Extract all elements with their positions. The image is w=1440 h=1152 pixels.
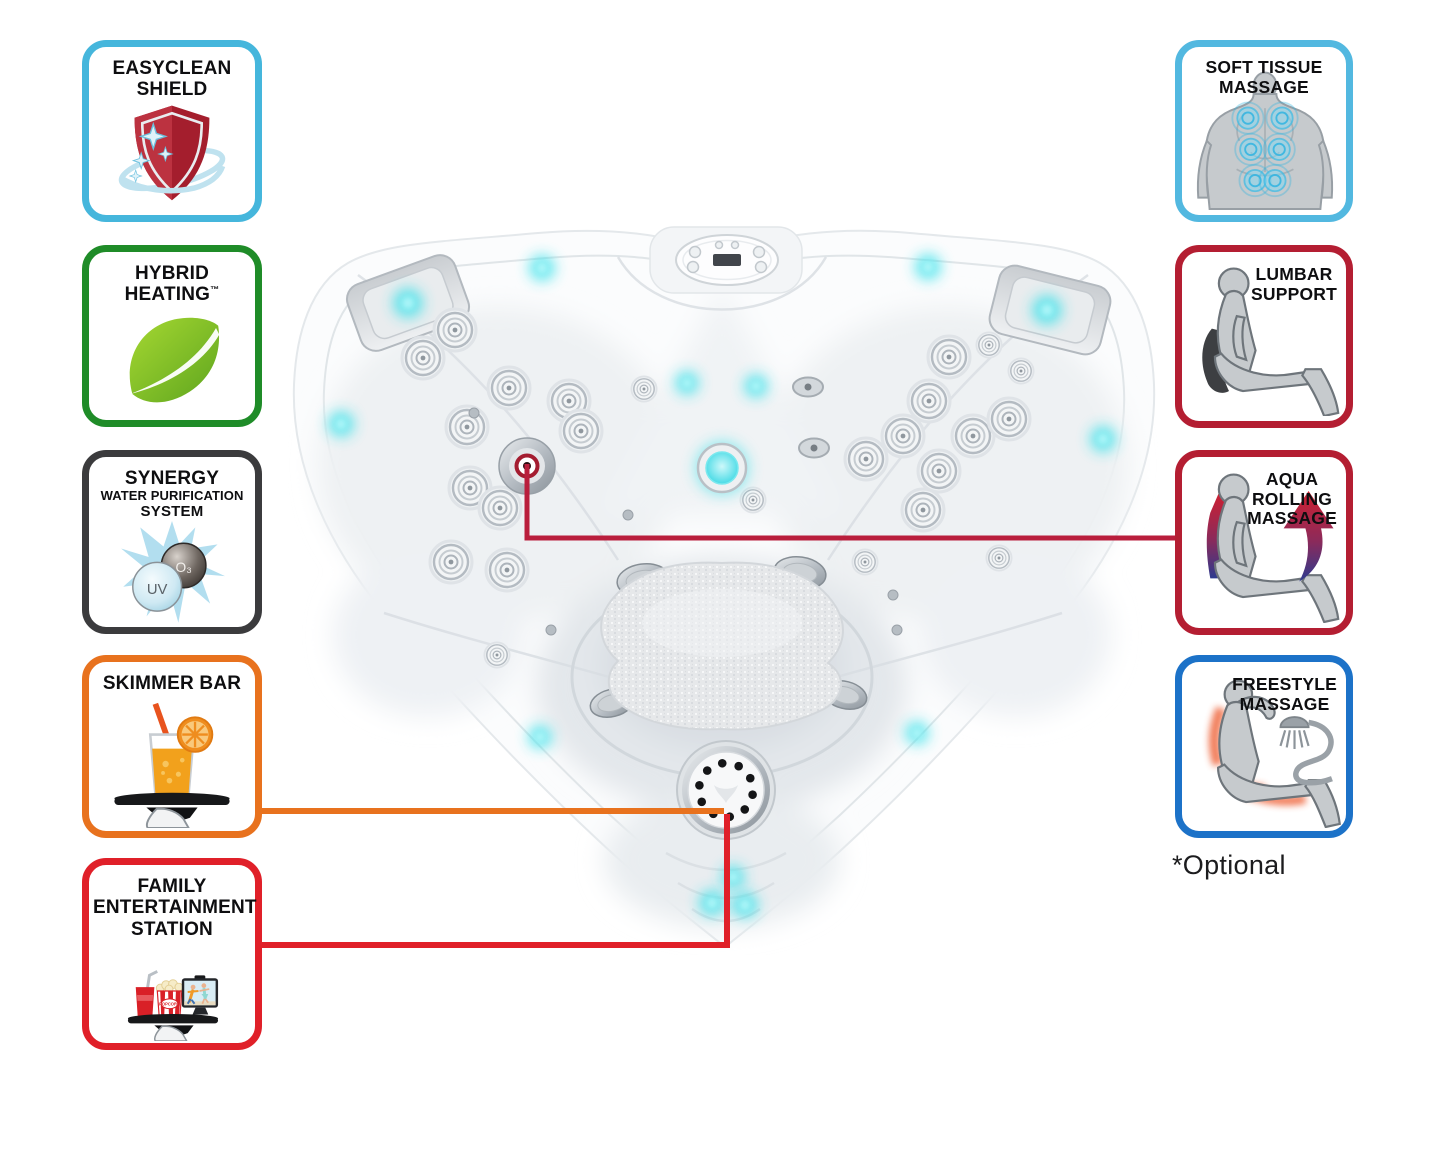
water-splash-icon: O₃ UV <box>121 521 225 623</box>
control-panel-buttons <box>686 240 768 274</box>
skimmer-filter-lid <box>676 740 776 840</box>
uv-label: UV <box>147 582 168 598</box>
badge-aqua-rolling-massage: AQUA ROLLING MASSAGE <box>1175 450 1353 635</box>
lumbar-seat-icon <box>1202 267 1340 416</box>
badge-lumbar-support: LUMBAR SUPPORT <box>1175 245 1353 428</box>
freestyle-massage-icon <box>1208 679 1341 828</box>
badge-title: SYNERGY WATER PURIFICATION SYSTEM <box>100 468 244 520</box>
aqua-rolling-jet <box>498 437 556 495</box>
badge-soft-tissue-massage: SOFT TISSUE MASSAGE <box>1175 40 1353 222</box>
badge-easyclean-shield: EASYCLEAN SHIELD <box>82 40 262 222</box>
orange-slice-icon <box>176 716 214 753</box>
back-massage-icon <box>1196 71 1334 210</box>
hot-tub-top-view <box>292 226 1156 949</box>
badge-title: SOFT TISSUE MASSAGE <box>1205 57 1323 97</box>
popcorn-label: POPCORN <box>159 1002 180 1007</box>
handheld-shower-icon <box>1279 716 1334 786</box>
entertainment-tray-icon: POPCORN <box>127 970 219 1041</box>
dancers <box>186 983 210 1005</box>
badge-title: HYBRID HEATING™ <box>124 263 220 306</box>
badge-title: AQUA ROLLING MASSAGE <box>1247 469 1337 529</box>
control-panel-display <box>713 254 741 266</box>
trademark-symbol: ™ <box>210 284 220 295</box>
badge-title: EASYCLEAN SHIELD <box>112 58 232 101</box>
badge-family-entertainment-station: FAMILY ENTERTAINMENT STATION POPCORN <box>82 858 262 1050</box>
leaf-icon <box>129 317 220 403</box>
footwell-dome <box>600 561 844 731</box>
badge-title: FREESTYLE MASSAGE <box>1232 674 1337 714</box>
badge-title: FAMILY ENTERTAINMENT STATION <box>93 876 257 940</box>
control-panel <box>675 234 779 286</box>
badge-title: LUMBAR SUPPORT <box>1251 264 1337 304</box>
popcorn-icon: POPCORN <box>155 979 184 1019</box>
badge-hybrid-heating: HYBRID HEATING™ <box>82 245 262 427</box>
o3-label: O₃ <box>175 560 191 575</box>
aqua-rolling-icon <box>1206 473 1340 623</box>
badge-freestyle-massage: FREESTYLE MASSAGE <box>1175 655 1353 838</box>
tablet-icon <box>181 975 219 1015</box>
massage-ripples <box>1231 101 1299 198</box>
badge-synergy-water-purification: SYNERGY WATER PURIFICATION SYSTEM O₃ UV <box>82 450 262 634</box>
optional-footnote: *Optional <box>1172 850 1286 880</box>
shield-sparkle-icon <box>118 105 226 201</box>
drink-tray-icon <box>114 702 230 828</box>
badge-skimmer-bar: SKIMMER BAR <box>82 655 262 838</box>
badge-title: SKIMMER BAR <box>102 673 242 694</box>
center-light <box>695 441 749 495</box>
